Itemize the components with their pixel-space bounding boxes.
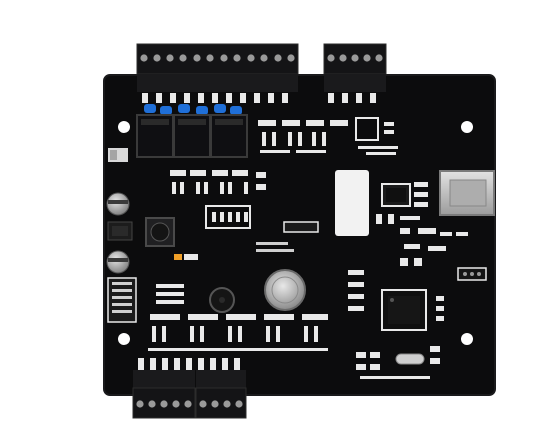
power-connector	[108, 148, 128, 162]
ethernet-controller	[381, 183, 411, 207]
relay-1	[136, 114, 174, 158]
smd-components-right	[376, 182, 428, 224]
blue-varistors	[144, 104, 242, 115]
electrolytic-capacitor-2	[106, 250, 130, 274]
white-label-pad	[335, 170, 369, 236]
ic-small	[283, 221, 319, 233]
pin-header	[457, 267, 487, 281]
inductor	[145, 217, 175, 247]
mounting-hole-top-right	[461, 121, 473, 133]
smd-components-bottom	[148, 284, 328, 351]
smd-components-middle	[170, 170, 266, 229]
terminal-block-top-right	[323, 43, 387, 92]
main-microcontroller	[381, 289, 427, 331]
mounting-hole-bottom-left	[118, 333, 130, 345]
terminal-block-top-left	[136, 43, 299, 92]
silkscreen-text	[256, 242, 294, 252]
mounting-hole-top-left	[118, 121, 130, 133]
crystal-oscillator	[395, 353, 425, 365]
terminal-block-bottom-right	[195, 370, 247, 419]
mcu-support-components	[348, 270, 444, 321]
power-regulator	[107, 221, 133, 241]
silkscreen-top-labels	[142, 93, 376, 103]
silkscreen-bottom-labels	[138, 358, 240, 370]
electrolytic-capacitor-1	[106, 192, 130, 216]
smd-components-upper	[258, 117, 398, 155]
buzzer	[209, 287, 235, 313]
smd-components-right-lower	[400, 228, 468, 266]
smd-components-bottom-right	[356, 346, 440, 379]
coin-cell-battery	[264, 269, 306, 311]
terminal-block-bottom-left	[132, 370, 196, 419]
relay-2	[173, 114, 211, 158]
relay-3	[210, 114, 248, 158]
ethernet-jack	[439, 170, 495, 216]
status-led	[174, 254, 182, 260]
mounting-hole-bottom-right	[461, 333, 473, 345]
dip-switch	[107, 277, 137, 323]
